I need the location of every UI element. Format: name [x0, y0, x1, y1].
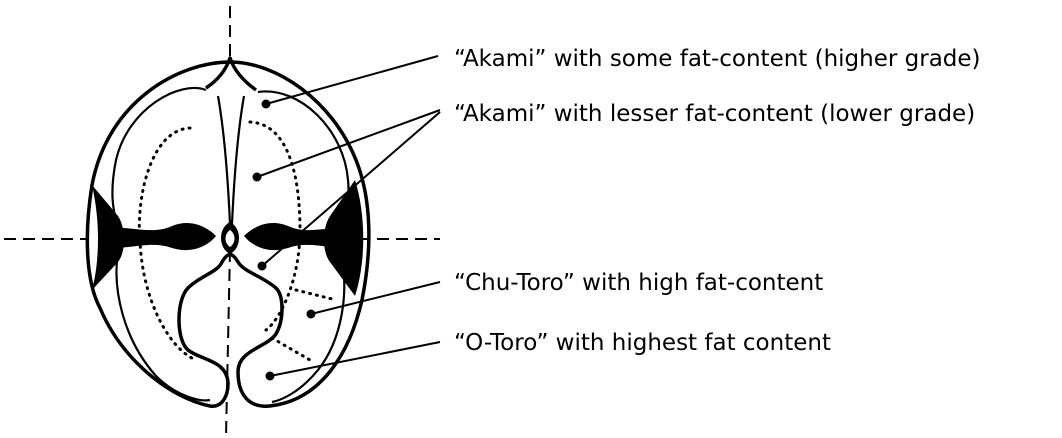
label-akami-higher: “Akami” with some fat-content (higher gr…	[454, 46, 981, 72]
dorsal-septum-right	[230, 95, 246, 225]
leader-akami-lower-upper	[256, 109, 441, 178]
axis-lines	[4, 6, 440, 437]
vertical-axis-bottom	[225, 249, 231, 437]
upper-left-muscle-edge	[111, 87, 207, 225]
lower-right-muscle-edge	[271, 251, 346, 404]
leader-chu-toro	[310, 281, 441, 315]
left-lateral-band	[100, 223, 216, 251]
label-akami-lower: “Akami” with lesser fat-content (lower g…	[454, 101, 975, 127]
cross-section-outline	[85, 56, 371, 408]
leader-o-toro	[269, 341, 441, 377]
spine-ring	[221, 222, 239, 254]
label-o-toro: “O-Toro” with highest fat content	[454, 330, 831, 356]
dorsal-septum	[216, 95, 232, 225]
o-toro-boundary	[270, 336, 312, 362]
lower-left-muscle-edge	[115, 251, 211, 402]
label-chu-toro: “Chu-Toro” with high fat-content	[454, 270, 823, 296]
leader-lines	[256, 55, 441, 377]
region-labels: “Akami” with some fat-content (higher gr…	[454, 46, 981, 356]
leader-akami-lower-lower	[261, 111, 441, 267]
dark-muscle-bands	[92, 180, 364, 296]
akami-inner-boundary	[137, 126, 198, 362]
grade-boundaries	[137, 120, 338, 362]
leader-akami-higher	[265, 55, 439, 105]
chu-toro-boundary	[294, 288, 338, 302]
outer-body-outline	[85, 60, 371, 408]
upper-right-muscle-edge	[257, 90, 350, 225]
right-lateral-band	[244, 223, 356, 251]
dorsal-apex	[205, 56, 258, 92]
